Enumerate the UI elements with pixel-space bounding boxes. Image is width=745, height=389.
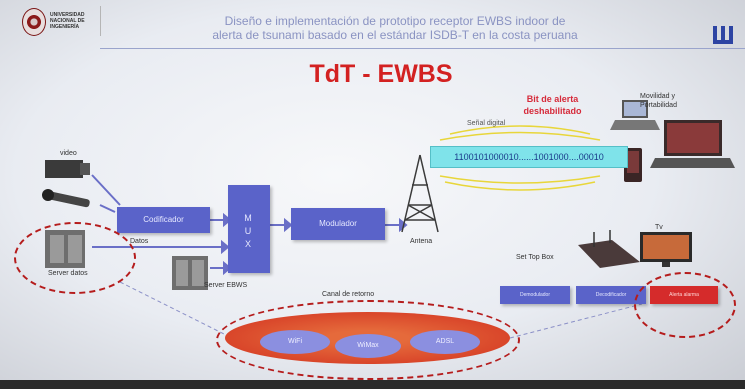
server-datos-highlight [14, 222, 136, 294]
institution-logo-icon [713, 26, 733, 44]
antenna-tower-icon [401, 154, 439, 233]
movilidad-line: Movilidad y [640, 93, 676, 100]
codificador-block: Codificador [117, 207, 210, 233]
return-channel-right-line [509, 303, 643, 339]
photo-bottom-edge [0, 380, 745, 389]
digital-signal-label: Señal digital [467, 120, 506, 127]
wifi-option: WiFi [260, 330, 330, 354]
laptop-icon [650, 120, 735, 168]
canal-retorno-ellipse [216, 300, 520, 380]
microphone-icon [42, 189, 90, 208]
header-divider [100, 6, 101, 36]
wimax-option: WiMax [335, 334, 401, 358]
mobile-phone-icon [624, 148, 642, 182]
header-title-line: alerta de tsunami basado en el estándar … [212, 28, 578, 42]
video-label: video [60, 150, 77, 157]
bitstream-box: 1100101000010......1001000....00010 [430, 146, 628, 168]
arrowhead [223, 260, 232, 276]
modulador-block: Modulador [291, 208, 385, 240]
slide-header-title: Diseño e implementación de prototipo rec… [160, 14, 630, 42]
university-line: INGENIERÍA [50, 24, 80, 30]
alert-line: deshabilitado [523, 106, 582, 116]
mux-letter: U [244, 226, 252, 236]
alert-bit-label: Bit de alerta deshabilitado [505, 93, 600, 117]
movilidad-line: Portabilidad [640, 102, 677, 109]
alert-line: Bit de alerta [526, 94, 579, 104]
mini-laptop-icon [610, 100, 660, 130]
header-rule [100, 48, 745, 49]
video-camera-icon [45, 160, 90, 178]
tv-label: Tv [655, 224, 663, 231]
university-name: UNIVERSIDAD NACIONAL DE INGENIERÍA [50, 12, 96, 30]
university-line: UNIVERSIDAD [50, 12, 85, 18]
datos-label: Datos [130, 238, 149, 245]
university-line: NACIONAL DE [50, 18, 85, 24]
alerta-highlight [634, 272, 736, 338]
mux-letter: M [244, 213, 252, 223]
arrowhead [221, 239, 230, 255]
video-arrow [91, 174, 121, 206]
mux-letter: X [244, 239, 251, 249]
set-top-box-label: Set Top Box [516, 254, 554, 261]
return-channel-left-line [119, 281, 233, 339]
university-seal-icon [22, 8, 46, 36]
slide-main-title: TdT - EWBS [309, 60, 453, 88]
signal-waves [439, 125, 601, 191]
arrowhead [284, 217, 293, 233]
slide-header: UNIVERSIDAD NACIONAL DE INGENIERÍA Diseñ… [0, 0, 745, 52]
adsl-option: ADSL [410, 330, 480, 354]
server-ebws-label: Server EBWS [204, 282, 248, 289]
server-ebws-icon [172, 256, 208, 290]
header-title-line: Diseño e implementación de prototipo rec… [224, 14, 566, 28]
mux-block [228, 185, 270, 273]
movilidad-label: Movilidad y Portabilidad [640, 92, 710, 110]
set-top-box-icon [578, 230, 640, 268]
canal-retorno-label: Canal de retorno [322, 291, 375, 298]
audio-arrow [99, 204, 116, 213]
arrowhead [223, 212, 232, 228]
tv-icon [640, 232, 692, 267]
demodulador-block: Demodulador [500, 286, 570, 304]
antena-label: Antena [410, 238, 433, 245]
mux-letters: M U X [228, 212, 268, 251]
decodificador-block: Decodificador [576, 286, 646, 304]
